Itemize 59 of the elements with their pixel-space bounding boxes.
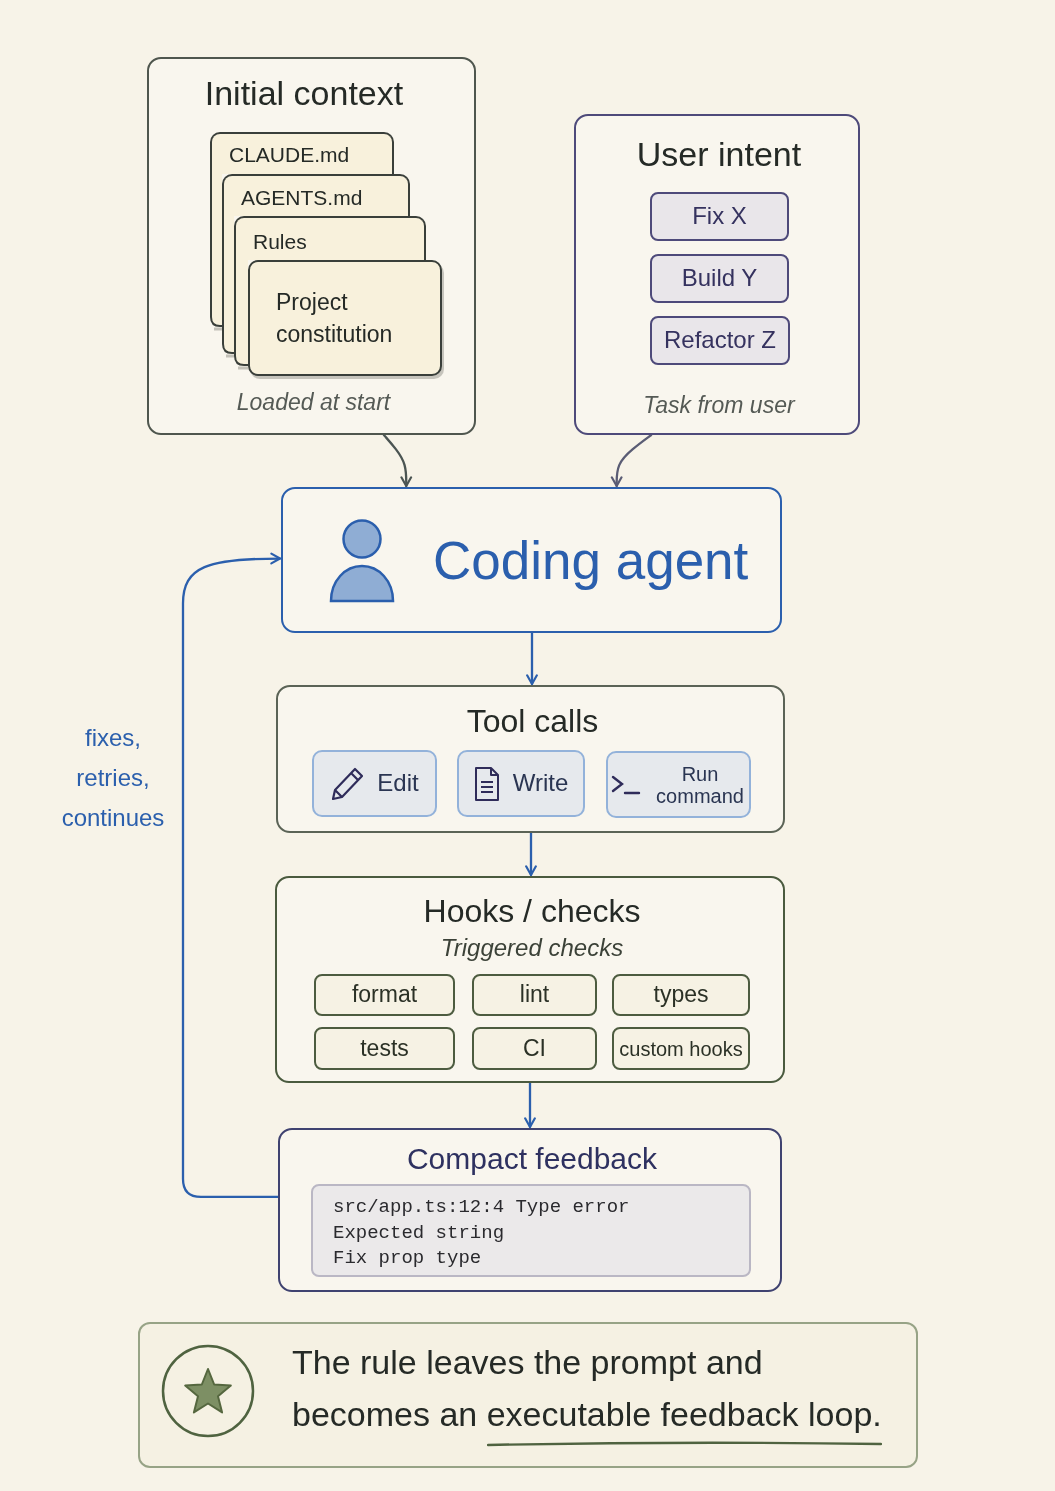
tool-panel xyxy=(276,685,785,833)
arrow xyxy=(525,831,537,877)
card-label: AGENTS.md xyxy=(241,185,364,211)
card-label: Rules xyxy=(253,229,308,255)
tool-chip xyxy=(606,751,751,818)
chip-label: CI xyxy=(523,1035,546,1062)
check-chip xyxy=(314,974,455,1016)
chip-label: Fix X xyxy=(692,203,747,230)
chip-label: format xyxy=(351,982,418,1008)
panel-subtitle: Triggered checks xyxy=(439,934,625,963)
task-chip xyxy=(650,316,790,365)
arrow xyxy=(382,433,413,488)
check-chip xyxy=(612,974,750,1016)
check-chip xyxy=(472,1027,597,1070)
panel-caption: Task from user xyxy=(642,392,797,420)
panel-caption: Loaded at start xyxy=(235,389,392,417)
panel-title: Initial context xyxy=(203,73,405,114)
file-card xyxy=(222,174,410,216)
card-label: Project constitution xyxy=(276,288,394,349)
chip-label: custom hooks xyxy=(619,1037,743,1060)
agent-label: Coding agent xyxy=(433,530,750,592)
agent-box xyxy=(281,487,782,633)
code-block xyxy=(311,1184,751,1277)
chip-label: tests xyxy=(360,1035,409,1062)
file-card xyxy=(234,216,426,260)
code-line: Expected string xyxy=(333,1221,505,1245)
check-chip xyxy=(472,974,597,1016)
card-label: CLAUDE.md xyxy=(229,142,351,168)
feedback-panel xyxy=(278,1128,782,1292)
note-text: The rule leaves the prompt and becomes an executable feedback loop. xyxy=(292,1342,883,1435)
note-banner xyxy=(138,1322,918,1468)
arrow xyxy=(181,552,282,1199)
tool-chip xyxy=(457,750,585,817)
panel-title: Compact feedback xyxy=(405,1141,659,1177)
code-line: src/app.ts:12:4 Type error xyxy=(333,1196,630,1219)
checks-panel xyxy=(275,876,785,1083)
chip-label: Build Y xyxy=(681,265,758,292)
chip-label: Edit xyxy=(377,770,419,797)
chip-label: Run command xyxy=(655,762,745,807)
code-line: Fix prop type xyxy=(333,1247,482,1270)
chip-label: Write xyxy=(512,770,569,797)
context-panel xyxy=(147,57,476,435)
task-chip xyxy=(650,192,789,241)
intent-panel xyxy=(574,114,860,435)
arrow xyxy=(526,631,538,686)
panel-title: Tool calls xyxy=(465,702,600,741)
check-chip xyxy=(314,1027,455,1070)
arrow xyxy=(610,433,653,488)
chip-label: lint xyxy=(519,982,550,1008)
chip-label: Refactor Z xyxy=(664,327,776,354)
task-chip xyxy=(650,254,789,303)
check-chip xyxy=(612,1027,750,1070)
panel-title: User intent xyxy=(635,134,803,175)
file-card xyxy=(210,132,394,174)
tool-chip xyxy=(312,750,437,817)
panel-title: Hooks / checks xyxy=(422,892,642,931)
file-card xyxy=(248,260,442,376)
arrow xyxy=(524,1081,536,1129)
chip-label: types xyxy=(653,982,709,1008)
